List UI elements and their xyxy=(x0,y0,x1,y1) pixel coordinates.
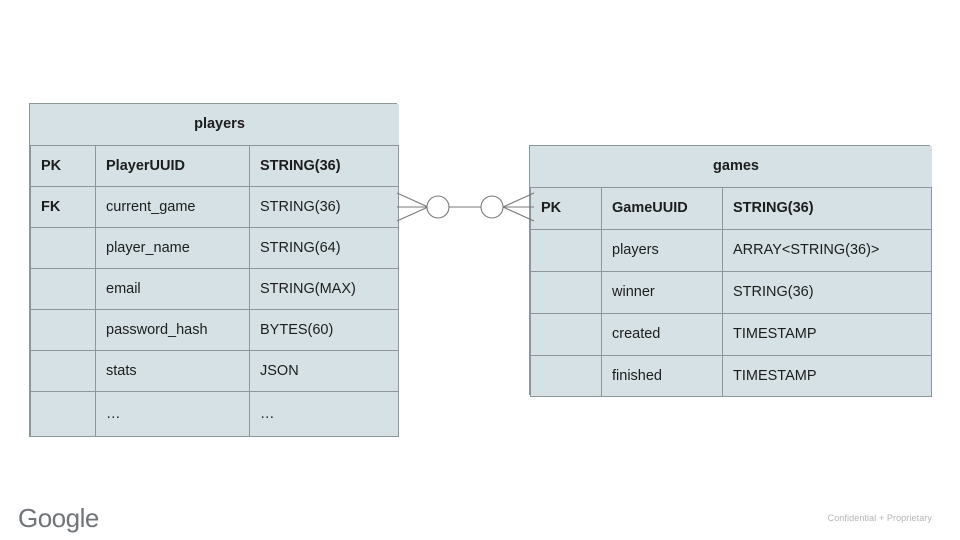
players-row-0-key: PK xyxy=(30,144,96,187)
players-row-6-key xyxy=(30,390,96,437)
players-row-0-field: PlayerUUID xyxy=(95,144,250,187)
right-crowsfoot-prong-bottom xyxy=(502,206,535,222)
games-row-2-field: winner xyxy=(601,270,723,314)
left-crowsfoot-prong-top xyxy=(396,192,429,208)
players-row-3-field: email xyxy=(95,267,250,310)
table-row: players ARRAY<STRING(36)> xyxy=(530,228,933,272)
games-row-2-type: STRING(36) xyxy=(721,270,933,314)
games-row-3-type: TIMESTAMP xyxy=(721,312,933,356)
players-row-1-field: current_game xyxy=(95,185,250,228)
players-row-4-field: password_hash xyxy=(95,308,250,351)
players-row-1-key: FK xyxy=(30,185,96,228)
table-row: stats JSON xyxy=(30,349,399,392)
players-row-6-type: … xyxy=(249,390,399,437)
players-grid: players PK PlayerUUID STRING(36) FK curr… xyxy=(30,104,399,437)
table-row: email STRING(MAX) xyxy=(30,267,399,310)
confidentiality-note: Confidential + Proprietary xyxy=(827,513,932,523)
games-row-3-field: created xyxy=(601,312,723,356)
games-row-0-key: PK xyxy=(530,186,602,230)
games-row-1-type: ARRAY<STRING(36)> xyxy=(721,228,933,272)
right-zero-circle xyxy=(480,195,504,219)
table-row: PK GameUUID STRING(36) xyxy=(530,186,933,230)
players-title: players xyxy=(30,104,399,146)
players-row-2-field: player_name xyxy=(95,226,250,269)
players-title-row: players xyxy=(30,104,399,146)
players-row-5-type: JSON xyxy=(249,349,399,392)
players-row-4-key xyxy=(30,308,96,351)
players-row-3-type: STRING(MAX) xyxy=(249,267,399,310)
games-row-4-key xyxy=(530,354,602,397)
table-row: created TIMESTAMP xyxy=(530,312,933,356)
players-row-2-type: STRING(64) xyxy=(249,226,399,269)
left-crowsfoot-prong-bottom xyxy=(396,206,429,222)
table-row: password_hash BYTES(60) xyxy=(30,308,399,351)
table-row: winner STRING(36) xyxy=(530,270,933,314)
table-row: finished TIMESTAMP xyxy=(530,354,933,397)
right-crowsfoot-prong-top xyxy=(502,192,535,208)
games-row-2-key xyxy=(530,270,602,314)
players-row-4-type: BYTES(60) xyxy=(249,308,399,351)
relationship-connector-players-games xyxy=(396,192,535,222)
left-zero-circle xyxy=(426,195,450,219)
google-logo: Google xyxy=(18,503,99,533)
games-title: games xyxy=(530,146,932,188)
games-title-row: games xyxy=(530,146,932,188)
entity-table-games: games PK GameUUID STRING(36) players ARR… xyxy=(529,145,933,397)
games-row-0-type: STRING(36) xyxy=(721,186,933,230)
players-row-5-field: stats xyxy=(95,349,250,392)
players-row-6-field: … xyxy=(95,390,250,437)
games-row-0-field: GameUUID xyxy=(601,186,723,230)
players-row-2-key xyxy=(30,226,96,269)
games-row-1-key xyxy=(530,228,602,272)
games-row-4-type: TIMESTAMP xyxy=(721,354,933,397)
players-row-3-key xyxy=(30,267,96,310)
table-row: player_name STRING(64) xyxy=(30,226,399,269)
players-row-0-type: STRING(36) xyxy=(249,144,399,187)
table-row: … … xyxy=(30,390,399,437)
games-row-1-field: players xyxy=(601,228,723,272)
table-row: FK current_game STRING(36) xyxy=(30,185,399,228)
players-row-1-type: STRING(36) xyxy=(249,185,399,228)
entity-table-players: players PK PlayerUUID STRING(36) FK curr… xyxy=(29,103,399,437)
players-row-5-key xyxy=(30,349,96,392)
table-row: PK PlayerUUID STRING(36) xyxy=(30,144,399,187)
games-row-3-key xyxy=(530,312,602,356)
games-grid: games PK GameUUID STRING(36) players ARR… xyxy=(530,146,933,397)
games-row-4-field: finished xyxy=(601,354,723,397)
